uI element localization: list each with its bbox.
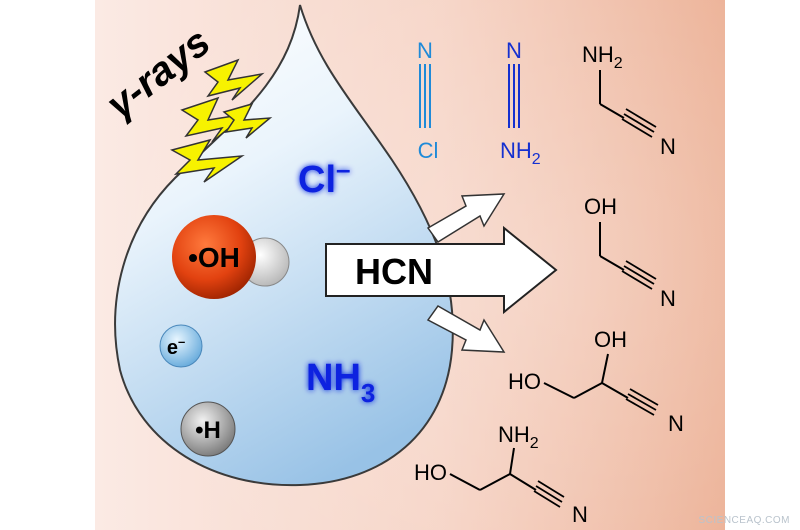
cyanamide-molecule: N NH2 <box>500 38 541 168</box>
glyceronitrile-molecule: OH HO N <box>508 327 684 436</box>
atom-label: N <box>572 502 588 527</box>
ammonia-label: NH3 <box>306 357 375 408</box>
atom-label: N <box>660 286 676 311</box>
electron-label: e– <box>167 334 185 359</box>
serinonitrile-molecule: NH2 HO N <box>414 422 588 527</box>
lightning-bolt-icon <box>170 138 245 183</box>
atom-label: NH2 <box>498 422 539 452</box>
triple-bond <box>621 118 653 138</box>
atom-label: NH2 <box>582 42 623 72</box>
atom-label: N <box>417 38 433 63</box>
hydrogen-radical: •H <box>180 401 236 457</box>
electron-sphere <box>159 324 203 368</box>
triple-bond <box>629 388 659 406</box>
triple-bond <box>625 260 657 280</box>
hydroxyl-radical: •OH <box>172 215 290 299</box>
triple-bond <box>621 270 653 290</box>
atom-label: OH <box>584 194 617 219</box>
lightning-bolt-icon <box>222 102 273 139</box>
bond <box>509 447 515 475</box>
triple-bond <box>625 398 655 416</box>
triple-bond <box>625 108 657 128</box>
lightning-bolt-icon <box>203 58 265 101</box>
down-right-arrow-icon <box>426 305 506 353</box>
bond <box>601 382 629 399</box>
atom-label: N <box>668 411 684 436</box>
bond <box>509 473 537 491</box>
atom-label: N <box>506 38 522 63</box>
bond <box>543 382 575 399</box>
bond <box>449 473 481 491</box>
glycolonitrile-molecule: OH N <box>584 194 676 311</box>
bond <box>573 382 603 399</box>
bond <box>479 473 511 491</box>
hydrogen-radical-label: •H <box>195 417 221 444</box>
hydrogen-radical-sphere <box>180 401 236 457</box>
hydrated-electron: e– <box>159 324 203 368</box>
oxygen-atom-sphere <box>172 215 256 299</box>
atom-label: NH2 <box>500 138 541 168</box>
watermark: SCIENCEAQ.COM <box>698 515 790 526</box>
triple-bond <box>537 480 565 498</box>
hydroxyl-radical-label: •OH <box>188 242 240 273</box>
lightning-bolt-icon <box>180 96 249 143</box>
bond <box>599 255 625 271</box>
bond <box>601 353 609 384</box>
aminoacetonitrile-molecule: NH2 N <box>582 42 676 159</box>
triple-bond <box>535 485 563 503</box>
triple-bond <box>623 113 655 133</box>
up-right-arrow-icon <box>426 193 506 244</box>
atom-label: Cl <box>418 138 439 163</box>
atom-label: HO <box>508 369 541 394</box>
hcn-label: HCN <box>355 251 433 292</box>
triple-bond <box>623 265 655 285</box>
water-droplet <box>114 4 454 487</box>
hcn-arrow <box>325 225 558 315</box>
triple-bond <box>627 393 657 411</box>
atom-label: N <box>660 134 676 159</box>
triple-bond <box>533 490 561 508</box>
chloride-ion-label: Cl– <box>298 154 350 201</box>
atom-label: OH <box>594 327 627 352</box>
atom-label: HO <box>414 460 447 485</box>
cyanogen-chloride-molecule: N Cl <box>417 38 438 163</box>
bond <box>599 103 625 119</box>
